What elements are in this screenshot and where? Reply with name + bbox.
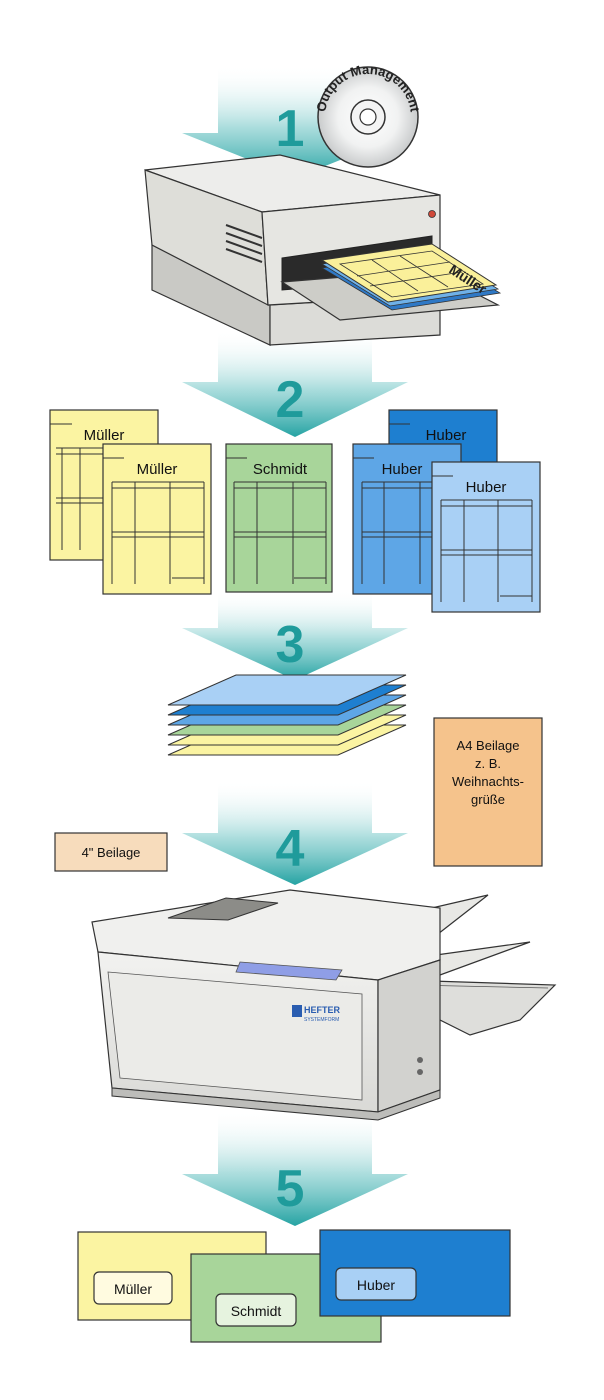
sorted-sheet-stack [167,674,407,756]
envelope-label-huber: Huber [357,1277,395,1293]
doc-label-huber-mid: Huber [382,461,423,478]
doc-label-mueller-front: Müller [137,461,178,478]
arrow-step-5 [182,1110,408,1226]
arrow-step-2 [182,330,408,437]
a4-insert-line-1: A4 Beilage [457,738,520,753]
step-number-2: 2 [276,371,305,429]
a4-insert: A4 Beilage z. B. Weihnachts- grüße [433,717,543,867]
doc-label-huber-front: Huber [466,479,507,496]
step-number-5: 5 [276,1160,305,1218]
arrow-step-3 [182,590,408,680]
envelope-huber: Huber [319,1229,511,1317]
doc-label-mueller-back: Müller [84,427,125,444]
inserting-machine: HEFTER SYSTEMFORM [91,889,557,1121]
small-insert: 4" Beilage [54,832,168,872]
step-number-4: 4 [276,820,305,878]
envelope-label-schmidt: Schmidt [231,1303,282,1319]
document-schmidt: Schmidt [225,443,333,593]
a4-insert-line-2: z. B. [475,756,501,771]
envelope-label-mueller: Müller [114,1281,152,1297]
a4-insert-line-4: grüße [471,792,505,807]
document-mueller-front: Müller [102,443,212,595]
step-number-1: 1 [276,100,305,158]
doc-label-schmidt: Schmidt [253,461,308,478]
doc-label-huber-back: Huber [426,427,467,444]
document-huber-front: Huber [431,461,541,613]
printer-illustration: Müller [144,154,502,346]
machine-brand: HEFTER [304,1005,341,1015]
arrow-step-4 [182,780,408,885]
step-number-3: 3 [276,616,305,674]
small-insert-label: 4" Beilage [82,845,141,860]
a4-insert-line-3: Weihnachts- [452,774,524,789]
machine-brand-sub: SYSTEMFORM [304,1017,339,1023]
